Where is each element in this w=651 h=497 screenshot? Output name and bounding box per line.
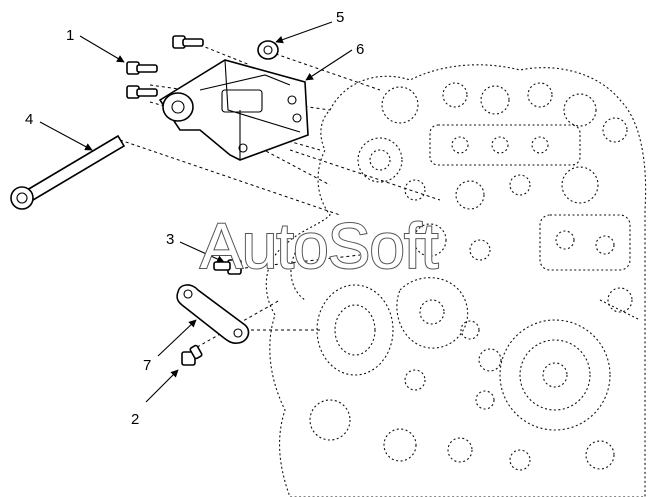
long-bolt-part-4 bbox=[10, 134, 126, 210]
bolt-part-1 bbox=[126, 61, 158, 99]
callout-3: 3 bbox=[166, 231, 174, 248]
link-plate-part-7 bbox=[176, 284, 250, 344]
callout-1: 1 bbox=[66, 27, 74, 44]
callout-leaders bbox=[39, 21, 353, 403]
engine-block bbox=[265, 64, 647, 497]
bolt-part-2 bbox=[181, 344, 203, 366]
watermark: AutoSoft bbox=[200, 210, 439, 282]
callout-2: 2 bbox=[131, 411, 139, 428]
callout-6: 6 bbox=[356, 41, 364, 58]
callout-5: 5 bbox=[336, 9, 344, 26]
nut-part-5 bbox=[257, 40, 279, 60]
bracket-part-6 bbox=[158, 59, 309, 161]
callout-4: 4 bbox=[25, 111, 33, 128]
bolt-part-5-top bbox=[172, 35, 204, 49]
callout-7: 7 bbox=[143, 357, 151, 374]
